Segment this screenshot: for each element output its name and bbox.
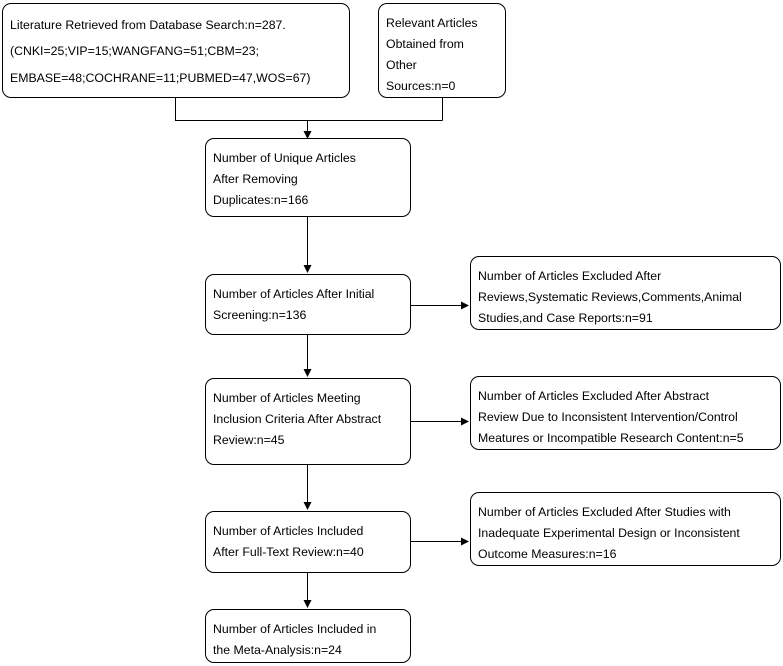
excluded-after-screening-box: Number of Articles Excluded After Review… [470, 256, 781, 330]
initial-screening-box: Number of Articles After Initial Screeni… [205, 274, 411, 335]
arrowhead-screening-to-inclusion [303, 369, 312, 377]
full-text-included-box: Number of Articles Included After Full-T… [205, 511, 411, 573]
meta-analysis-box: Number of Articles Included in the Meta-… [205, 609, 411, 663]
other-sources-box: Relevant Articles Obtained from Other So… [378, 3, 506, 98]
arrowhead-unique-to-screening [303, 265, 312, 273]
arrowhead-fulltext-to-excluded [461, 537, 469, 546]
excluded-after-abstract-box: Number of Articles Excluded After Abstra… [470, 376, 781, 450]
arrowhead-inclusion-to-fulltext [303, 502, 312, 510]
database-search-box: Literature Retrieved from Database Searc… [2, 3, 350, 98]
inclusion-criteria-box: Number of Articles Meeting Inclusion Cri… [205, 378, 411, 465]
arrowhead-screening-to-excluded [461, 301, 469, 310]
excluded-after-full-text-box: Number of Articles Excluded After Studie… [470, 492, 781, 566]
connector-database-to-merge [174, 98, 443, 122]
unique-articles-box: Number of Unique Articles After Removing… [205, 138, 411, 217]
arrowhead-fulltext-to-meta [303, 600, 312, 608]
arrowhead-inclusion-to-excluded [461, 417, 469, 426]
